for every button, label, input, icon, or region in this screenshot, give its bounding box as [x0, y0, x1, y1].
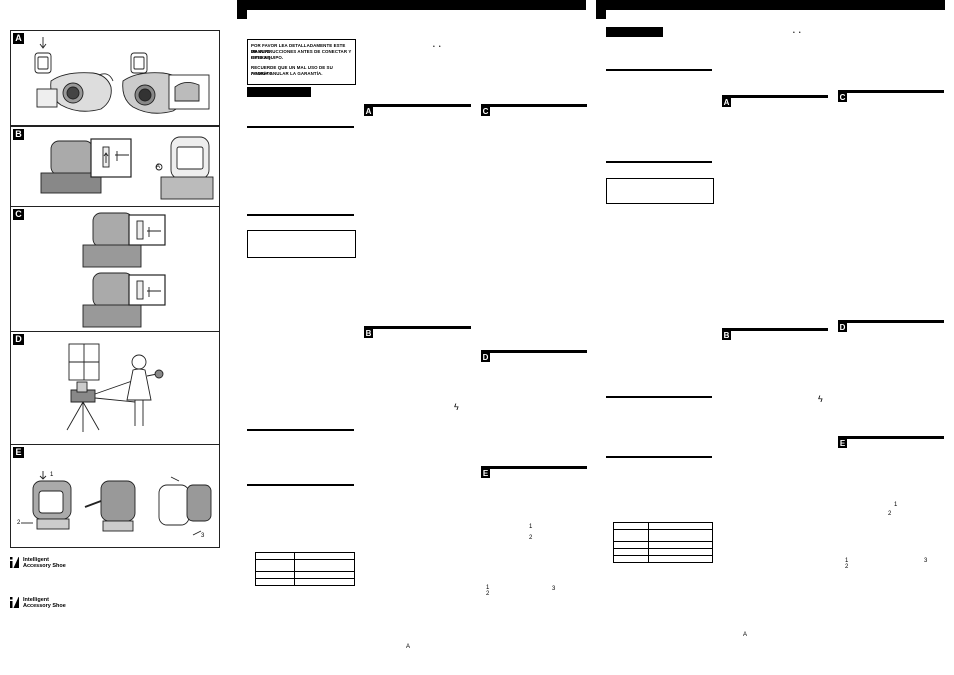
warning-line-3: ESTE EQUIPO.: [251, 55, 284, 60]
section-rule: [606, 69, 712, 71]
page-header-bar: [606, 0, 945, 10]
table-row: [255, 559, 355, 572]
panel-label-b: B: [13, 129, 24, 140]
logo-text-line1: Intelligent: [23, 557, 49, 563]
page-tab-marker: [237, 0, 247, 19]
heading-block: [247, 87, 311, 97]
callout-circle-2: 2: [888, 511, 892, 517]
callout-a-marker: A: [156, 164, 161, 170]
section-label-c: C: [481, 107, 490, 116]
spec-table: [255, 552, 355, 586]
section-label-a: A: [364, 107, 373, 116]
mark-dots: • •: [433, 44, 441, 50]
section-bar-e: [481, 466, 587, 469]
logo-text-line2: Accessory Shoe: [23, 603, 66, 609]
panel-label-a: A: [13, 33, 24, 44]
callout-3: 3: [201, 533, 205, 539]
switch-position-illustration: [40, 136, 214, 200]
panel-label-e: E: [13, 447, 24, 458]
callout-1: 1: [50, 472, 54, 478]
shooting-scene-illustration: [66, 343, 164, 432]
section-label-b: B: [364, 329, 373, 338]
table-row: [255, 571, 355, 579]
figure-panel-a: A: [10, 30, 220, 126]
note-box: [606, 178, 714, 204]
section-bar-a: [364, 104, 471, 107]
logo-text-line1: Intelligent: [23, 597, 49, 603]
table-row: [613, 522, 713, 530]
logo-mark-icon: [10, 597, 19, 608]
mark-dots: • •: [793, 30, 801, 36]
section-label-d: D: [838, 323, 847, 332]
warning-line-1: POR FAVOR LEA DETALLADAMENTE ESTE MANUAL: [251, 43, 346, 54]
table-row: [613, 529, 713, 542]
table-row: [613, 548, 713, 556]
flash-icon: ϟ: [818, 394, 823, 404]
accessory-shoe-logo-2: Intelligent Accessory Shoe: [10, 597, 90, 613]
panel-label-c: C: [13, 209, 24, 220]
callout-circle-1: 1: [894, 502, 898, 508]
section-bar-d: [838, 320, 944, 323]
figure-panel-e: E 1 2 3: [10, 444, 220, 548]
warning-box: POR FAVOR LEA DETALLADAMENTE ESTE MANUAL…: [247, 39, 356, 85]
logo-mark-icon: [10, 557, 19, 568]
accessory-shoe-logo: Intelligent Accessory Shoe: [10, 557, 90, 573]
figure-panel-c: C: [10, 206, 220, 332]
section-bar-c: [481, 104, 587, 107]
page-header-bar: [247, 0, 586, 10]
mode-switch-illustration: [82, 212, 166, 328]
callout-2: 2: [17, 520, 21, 526]
table-row: [255, 578, 355, 586]
callout-circle-3: 3: [924, 558, 928, 564]
section-label-e: E: [481, 469, 490, 478]
callout-circle-2: 2: [529, 535, 533, 541]
note-box: [247, 230, 356, 258]
section-label-e: E: [838, 439, 847, 448]
callout-circle-2b: 2: [486, 591, 490, 597]
callout-circle-1: 1: [529, 524, 533, 530]
page-tab-marker: [596, 0, 606, 19]
section-rule: [247, 126, 354, 128]
section-bar-d: [481, 350, 587, 353]
section-rule: [606, 396, 712, 398]
section-bar-a: [722, 95, 828, 98]
section-bar-c: [838, 90, 944, 93]
panel-label-d: D: [13, 334, 24, 345]
section-label-a: A: [722, 98, 731, 107]
section-bar-b: [722, 328, 828, 331]
callout-circle-3: 3: [552, 586, 556, 592]
table-row: [613, 541, 713, 549]
section-bar-b: [364, 326, 471, 329]
warning-line-5: PODRÍA ANULAR LA GARANTÍA.: [251, 71, 323, 76]
section-rule: [606, 161, 712, 163]
heading-block: [606, 27, 663, 37]
figure-panel-b: B A: [10, 126, 220, 207]
section-bar-e: [838, 436, 944, 439]
callout-circle-a: A: [406, 644, 411, 650]
section-rule: [247, 484, 354, 486]
logo-text-line2: Accessory Shoe: [23, 563, 66, 569]
section-label-b: B: [722, 331, 731, 340]
section-label-c: C: [838, 93, 847, 102]
light-attach-illustration: [34, 37, 210, 114]
table-row: [613, 555, 713, 563]
warning-line-4: RECUERDE QUE UN MAL USO DE SU APARATO: [251, 65, 333, 76]
section-rule: [606, 456, 712, 458]
section-rule: [247, 429, 354, 431]
spec-table: [613, 522, 713, 563]
callout-circle-a: A: [743, 632, 748, 638]
section-label-d: D: [481, 353, 490, 362]
callout-circle-1b: 1: [486, 585, 490, 591]
callout-circle-2b: 2: [845, 564, 849, 570]
warning-line-2: DE INSTRUCCIONES ANTES DE CONECTAR Y OPE…: [251, 49, 352, 60]
figure-panel-d: D: [10, 331, 220, 445]
callout-circle-1b: 1: [845, 558, 849, 564]
section-rule: [247, 214, 354, 216]
table-row: [255, 552, 355, 560]
detach-illustration: [21, 471, 212, 536]
flash-icon: ϟ: [454, 402, 459, 412]
